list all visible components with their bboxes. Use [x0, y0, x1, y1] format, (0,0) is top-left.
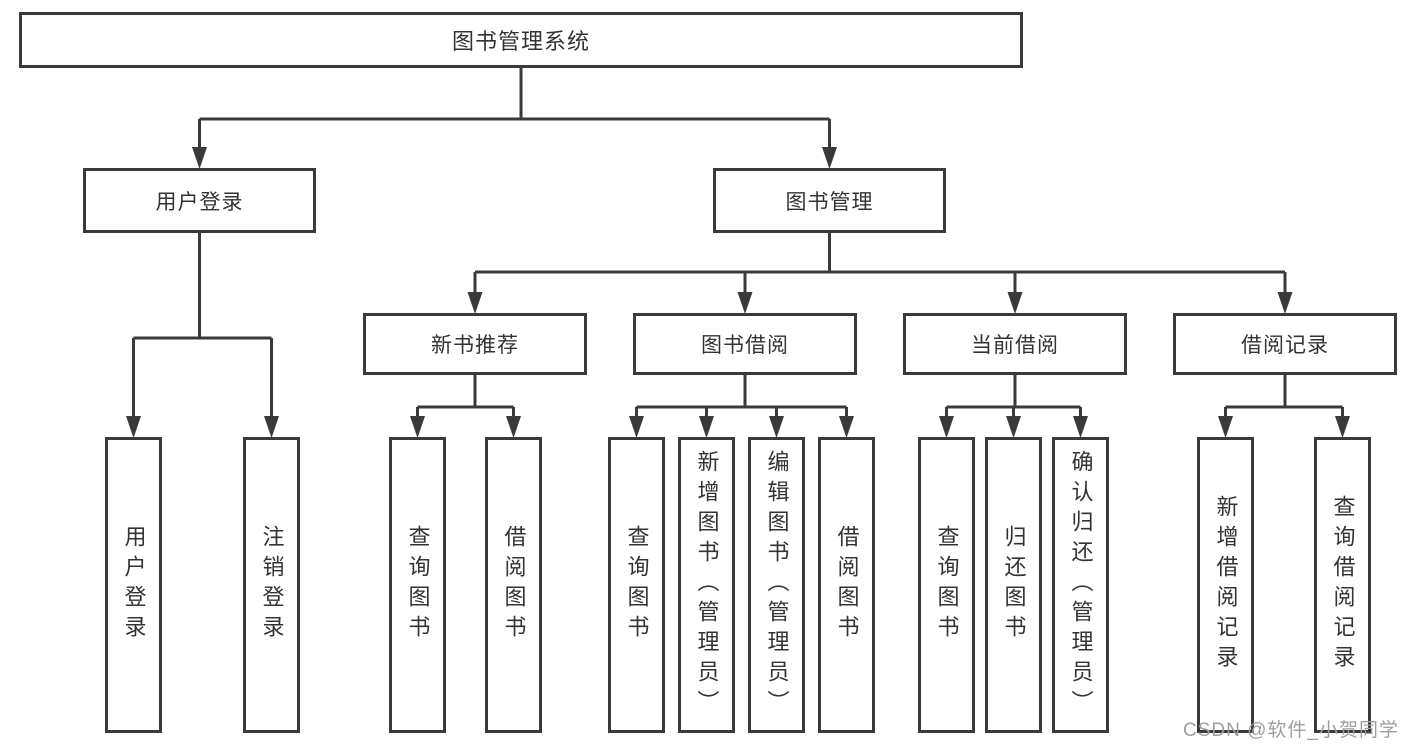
- leaf-newbook-query-books-label: 查询图书: [405, 525, 431, 645]
- leaf-records-add-borrow-record: 新增借阅记录: [1197, 437, 1254, 733]
- node-book-borrowing-label: 图书借阅: [701, 334, 789, 357]
- node-current-borrowing-label: 当前借阅: [971, 334, 1059, 357]
- node-user-login-label: 用户登录: [155, 190, 244, 214]
- node-new-book-recommend: 新书推荐: [363, 313, 587, 375]
- leaf-records-query-borrow-record-label: 查询借阅记录: [1330, 495, 1356, 675]
- leaf-borrowing-query-books-label: 查询图书: [624, 525, 650, 645]
- node-borrowing-records: 借阅记录: [1173, 313, 1397, 375]
- leaf-logout-label: 注销登录: [259, 525, 285, 645]
- leaf-current-return-books-label: 归还图书: [1001, 525, 1027, 645]
- leaf-current-confirm-return-admin-label: 确认归还（管理员）: [1068, 450, 1094, 720]
- node-borrowing-records-label: 借阅记录: [1241, 334, 1329, 357]
- leaf-records-query-borrow-record: 查询借阅记录: [1314, 437, 1371, 733]
- node-current-borrowing: 当前借阅: [903, 313, 1127, 375]
- leaf-borrowing-borrow-books: 借阅图书: [818, 437, 875, 733]
- leaf-current-return-books: 归还图书: [985, 437, 1042, 733]
- leaf-borrowing-edit-books-admin-label: 编辑图书（管理员）: [764, 450, 790, 720]
- leaf-current-confirm-return-admin: 确认归还（管理员）: [1052, 437, 1109, 733]
- node-root-label: 图书管理系统: [451, 29, 590, 54]
- leaf-borrowing-borrow-books-label: 借阅图书: [834, 525, 860, 645]
- node-new-book-recommend-label: 新书推荐: [431, 334, 519, 357]
- leaf-newbook-query-books: 查询图书: [389, 437, 446, 733]
- leaf-records-add-borrow-record-label: 新增借阅记录: [1213, 495, 1239, 675]
- watermark-text: CSDN @软件_小贺同学: [1183, 720, 1399, 741]
- leaf-borrowing-add-books-admin: 新增图书（管理员）: [678, 437, 735, 733]
- leaf-borrowing-add-books-admin-label: 新增图书（管理员）: [694, 450, 720, 720]
- leaf-borrowing-edit-books-admin: 编辑图书（管理员）: [748, 437, 805, 733]
- leaf-logout: 注销登录: [243, 437, 300, 733]
- node-root: 图书管理系统: [19, 12, 1023, 68]
- node-user-login: 用户登录: [83, 168, 316, 233]
- leaf-newbook-borrow-books-label: 借阅图书: [501, 525, 527, 645]
- leaf-current-query-books: 查询图书: [918, 437, 975, 733]
- leaf-borrowing-query-books: 查询图书: [608, 437, 665, 733]
- node-book-management: 图书管理: [713, 168, 946, 233]
- node-book-borrowing: 图书借阅: [633, 313, 857, 375]
- leaf-user-login: 用户登录: [105, 437, 162, 733]
- leaf-current-query-books-label: 查询图书: [934, 525, 960, 645]
- node-book-management-label: 图书管理: [785, 190, 874, 214]
- leaf-user-login-label: 用户登录: [121, 525, 147, 645]
- leaf-newbook-borrow-books: 借阅图书: [485, 437, 542, 733]
